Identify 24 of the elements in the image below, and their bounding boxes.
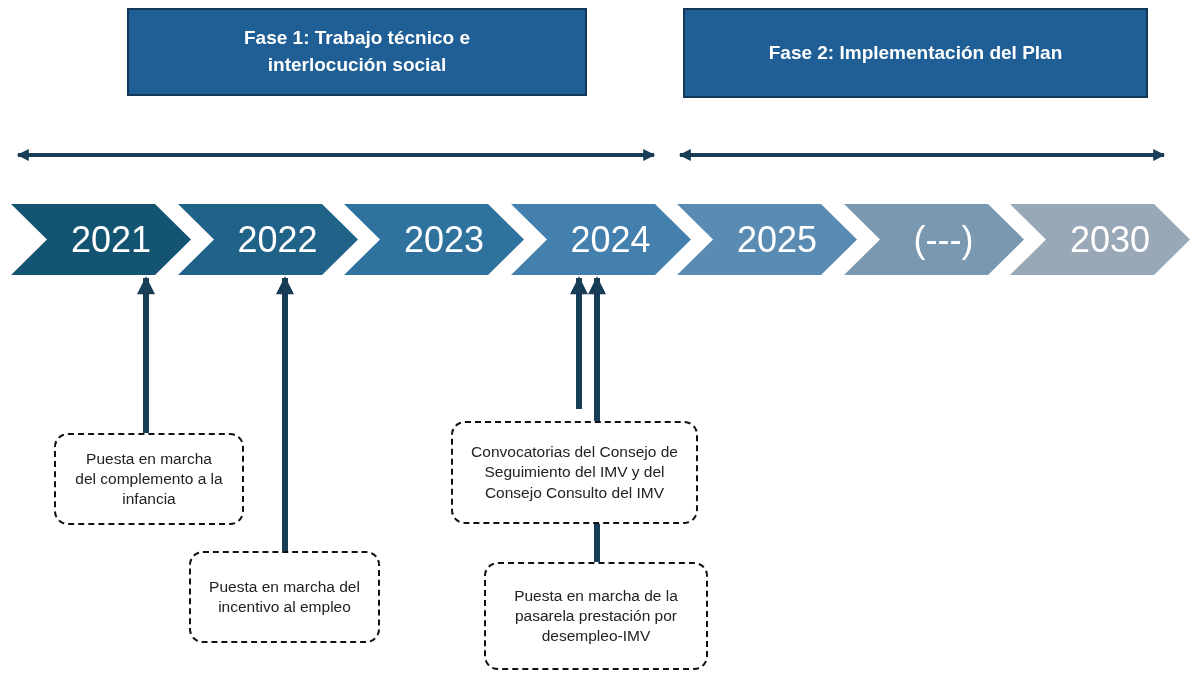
arrow xyxy=(570,276,588,409)
year-label: 2022 xyxy=(236,218,318,261)
year-band xyxy=(11,204,191,275)
arrow xyxy=(588,276,606,421)
arrow xyxy=(276,276,294,551)
year-label: 2024 xyxy=(569,218,651,261)
year-band xyxy=(510,204,691,275)
year-band xyxy=(677,204,857,275)
year-label: (---) xyxy=(912,218,974,261)
year-label: 2030 xyxy=(1068,218,1151,261)
year-band xyxy=(177,204,358,275)
milestone-box: Puesta en marcha del complemento a la infancia xyxy=(54,433,244,525)
phase-banner: Fase 1: Trabajo técnico e interlocución social xyxy=(127,8,587,96)
milestone-box: Puesta en marcha del incentivo al empleo xyxy=(189,551,380,643)
arrow xyxy=(137,276,155,433)
year-label: 2021 xyxy=(69,218,152,261)
phase-banner: Fase 2: Implementación del Plan xyxy=(683,8,1148,98)
year-band xyxy=(843,204,1024,275)
milestone-box: Convocatorias del Consejo de Seguimiento del IMV y del Consejo Consulto del IMV xyxy=(451,421,698,524)
year-band xyxy=(1010,204,1190,275)
year-band xyxy=(344,204,524,275)
year-label: 2025 xyxy=(735,218,818,261)
milestone-box: Puesta en marcha de la pasarela prestación por desempleo-IMV xyxy=(484,562,708,670)
year-label: 2023 xyxy=(402,218,485,261)
